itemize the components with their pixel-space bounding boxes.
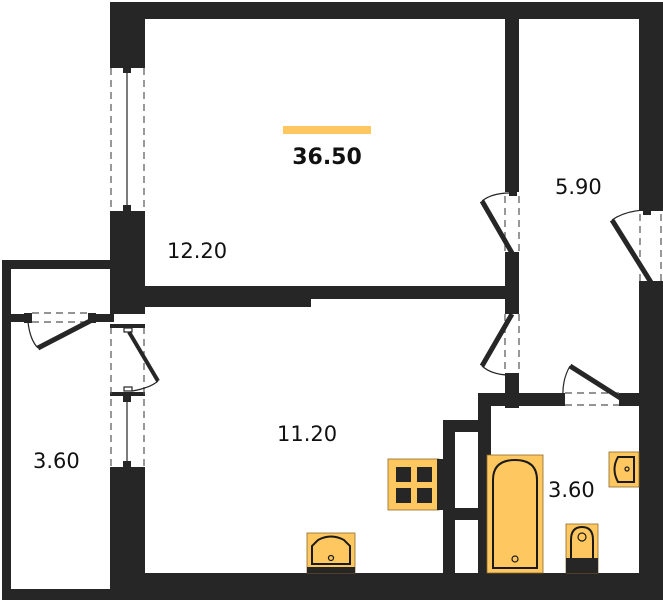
room-area-balcony: 3.60	[33, 449, 80, 473]
room-area-living-room: 12.20	[167, 239, 227, 263]
toilet-icon	[565, 523, 599, 574]
bathroom-door[interactable]	[557, 363, 627, 406]
room-area-kitchen: 11.20	[277, 422, 337, 446]
bathtub-icon	[486, 454, 544, 574]
window-living-room	[110, 64, 145, 215]
entrance-door[interactable]	[609, 206, 663, 286]
balcony-inner-door[interactable]	[24, 312, 96, 351]
kitchen-door[interactable]	[479, 309, 520, 378]
living-room-door[interactable]	[479, 187, 520, 258]
room-area-hallway: 5.90	[555, 175, 602, 199]
bathroom-sink-icon	[608, 451, 640, 488]
balcony-door[interactable]	[110, 324, 160, 392]
kitchen-sink-icon	[306, 532, 356, 574]
total-area-label: 36.50	[292, 145, 362, 170]
window-kitchen	[110, 327, 145, 471]
total-area-bar	[283, 126, 371, 134]
room-area-bathroom: 3.60	[548, 478, 595, 502]
stove-icon	[387, 458, 443, 511]
